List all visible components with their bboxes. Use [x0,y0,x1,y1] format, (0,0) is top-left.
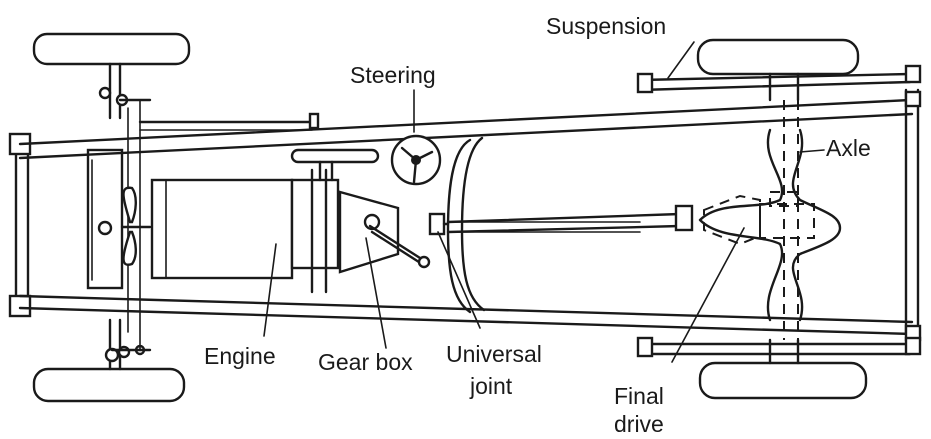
chassis-frame [8,88,922,342]
universal-joint [428,212,450,236]
propeller-shaft [446,204,694,234]
steering-wheel [390,134,442,186]
front-right-wheel [32,367,186,403]
rear-right-wheel [698,361,868,400]
engine-block [150,168,340,294]
engine-label: Engine [204,343,276,369]
rear-axle-housing [698,100,842,340]
gear-box-label: Gear box [318,349,413,375]
universal-joint-label-line1: Universal [446,341,542,367]
steering-label: Steering [350,62,436,88]
rear-left-wheel [696,38,860,76]
rear-suspension [636,64,922,365]
centre-cross-member [446,136,641,314]
final-drive-label-line2: drive [614,411,664,437]
final-drive-label-line1: Final [614,383,664,409]
front-left-wheel [32,32,191,66]
universal-joint-label-line2: joint [469,373,513,399]
radiator [86,148,124,290]
fan [120,186,152,266]
final-drive [703,191,815,246]
gear-box [338,190,431,274]
front-axle [98,62,152,371]
gear-lever [290,148,380,182]
leader-lines [263,41,825,363]
axle-label: Axle [826,135,871,161]
suspension-label: Suspension [546,13,666,39]
